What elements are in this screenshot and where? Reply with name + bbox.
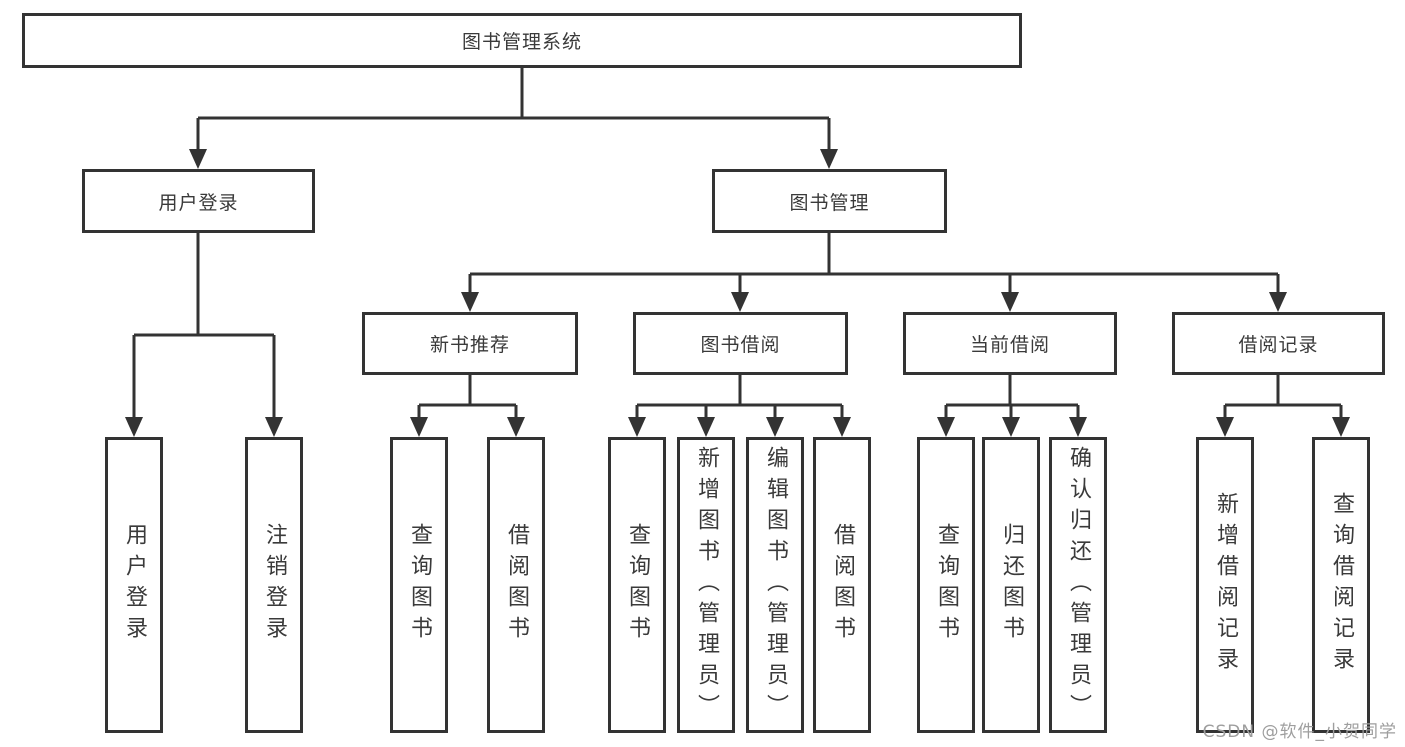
node-book-borrow: 图书借阅	[633, 312, 848, 375]
node-current-borrow-label: 当前借阅	[969, 334, 1050, 356]
leaf-logout-label: 注销登录	[262, 523, 287, 647]
leaf-add-books-admin: 新增图书（管理员）	[677, 437, 735, 733]
leaf-borrow-books-1-label: 借阅图书	[504, 523, 529, 647]
leaf-borrow-books-2-label: 借阅图书	[830, 523, 855, 647]
leaf-query-borrow-record: 查询借阅记录	[1312, 437, 1370, 733]
node-book-management-label: 图书管理	[789, 191, 870, 214]
leaf-query-books-3: 查询图书	[917, 437, 975, 733]
leaf-add-borrow-record: 新增借阅记录	[1196, 437, 1254, 733]
leaf-confirm-return-admin: 确认归还（管理员）	[1049, 437, 1107, 733]
leaf-query-books-1: 查询图书	[390, 437, 448, 733]
leaf-query-books-2-label: 查询图书	[625, 523, 650, 647]
node-root-label: 图书管理系统	[461, 31, 582, 53]
node-borrow-records-label: 借阅记录	[1238, 334, 1319, 356]
csdn-watermark: CSDN @软件_小贺同学	[1202, 722, 1397, 742]
node-book-management: 图书管理	[712, 169, 947, 233]
node-borrow-records: 借阅记录	[1172, 312, 1385, 375]
leaf-confirm-return-admin-label: 确认归还（管理员）	[1066, 445, 1091, 725]
leaf-return-books: 归还图书	[982, 437, 1040, 733]
leaf-query-books-3-label: 查询图书	[934, 523, 959, 647]
leaf-query-borrow-record-label: 查询借阅记录	[1329, 492, 1354, 678]
node-current-borrow: 当前借阅	[903, 312, 1117, 375]
leaf-borrow-books-1: 借阅图书	[487, 437, 545, 733]
node-user-login: 用户登录	[82, 169, 315, 233]
node-new-book-recommend: 新书推荐	[362, 312, 578, 375]
leaf-edit-books-admin: 编辑图书（管理员）	[746, 437, 804, 733]
leaf-user-login: 用户登录	[105, 437, 163, 733]
leaf-logout: 注销登录	[245, 437, 303, 733]
leaf-add-books-admin-label: 新增图书（管理员）	[694, 445, 719, 725]
leaf-query-books-2: 查询图书	[608, 437, 666, 733]
node-user-login-label: 用户登录	[158, 191, 239, 214]
leaf-edit-books-admin-label: 编辑图书（管理员）	[763, 445, 788, 725]
leaf-return-books-label: 归还图书	[999, 523, 1024, 647]
node-root: 图书管理系统	[22, 13, 1022, 68]
leaf-user-login-label: 用户登录	[122, 523, 147, 647]
leaf-borrow-books-2: 借阅图书	[813, 437, 871, 733]
leaf-query-books-1-label: 查询图书	[407, 523, 432, 647]
node-book-borrow-label: 图书借阅	[700, 334, 781, 356]
leaf-add-borrow-record-label: 新增借阅记录	[1213, 492, 1238, 678]
node-new-book-recommend-label: 新书推荐	[429, 334, 510, 356]
